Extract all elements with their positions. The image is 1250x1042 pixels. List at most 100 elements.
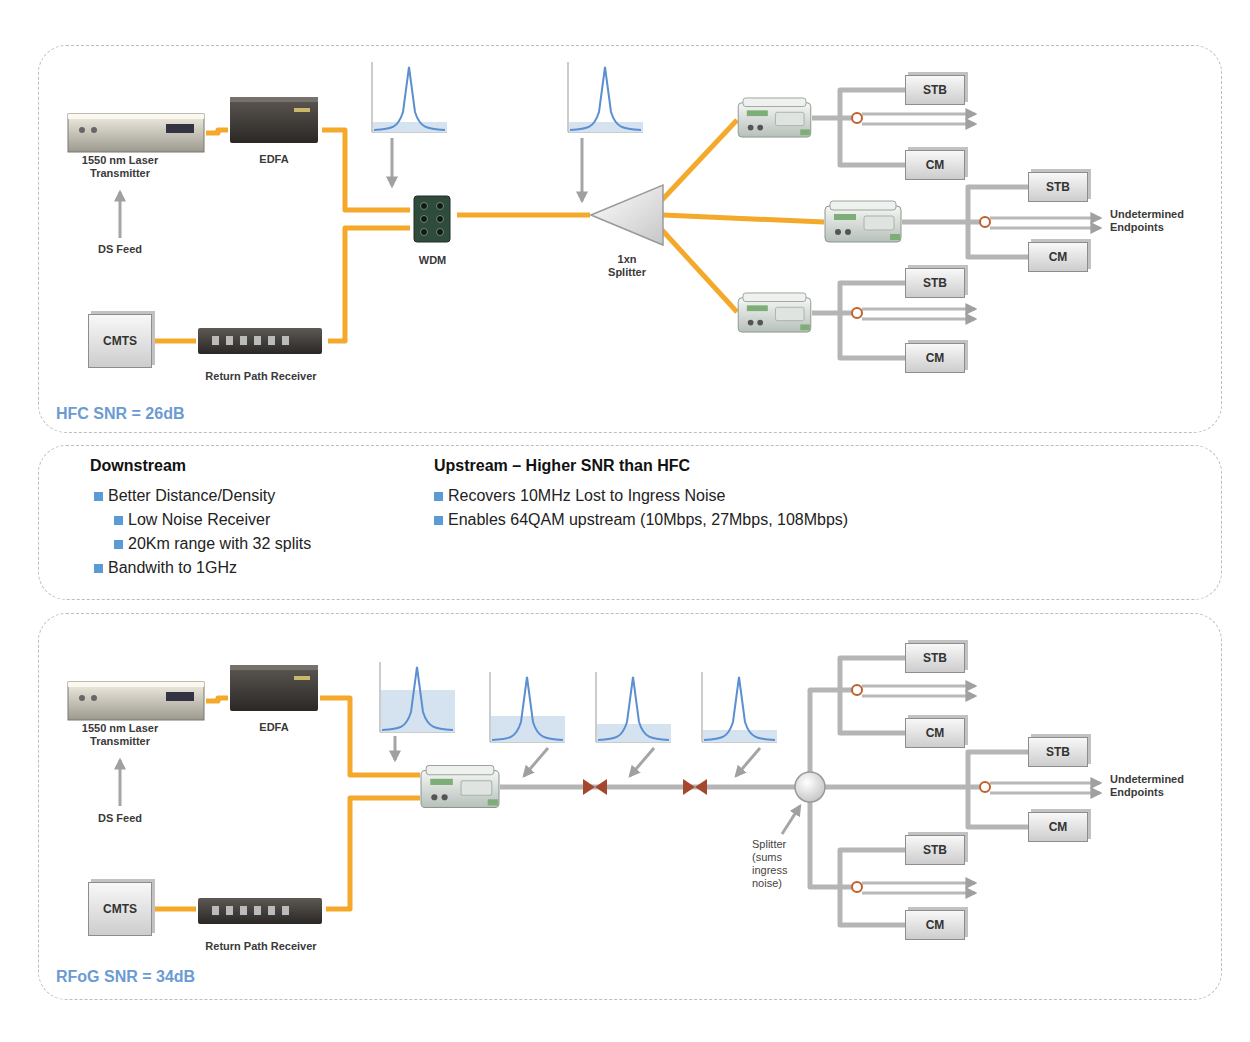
spectrum-icon xyxy=(568,62,643,132)
receiver-graphic xyxy=(212,906,219,915)
bullet-item: Low Noise Receiver xyxy=(128,511,270,529)
endpoint-label: Undetermined Endpoints xyxy=(1110,773,1200,799)
spectrum-icon xyxy=(380,662,455,732)
wdm-graphic xyxy=(421,216,428,223)
spectrum-icon xyxy=(381,690,455,732)
cm-box: CM xyxy=(905,910,965,940)
box-label: STB xyxy=(923,843,947,857)
endpoint-arrow xyxy=(862,695,975,698)
tap-junction xyxy=(852,113,862,123)
rf-amplifier xyxy=(583,779,707,795)
spectrum-icon xyxy=(380,662,455,732)
edfa-amplifier: EDFA xyxy=(228,95,322,173)
box-label: CM xyxy=(926,351,945,365)
optical-fiber xyxy=(320,698,420,775)
receiver-graphic xyxy=(268,336,275,345)
optical-fiber xyxy=(663,215,824,222)
edfa-graphic xyxy=(230,665,318,711)
edfa-graphic xyxy=(230,97,318,102)
spectrum-icon xyxy=(570,67,641,130)
laser-transmitter-graphic xyxy=(91,695,97,701)
fiber-connector xyxy=(457,213,590,218)
endpoint-arrow xyxy=(862,882,975,885)
optical-splitter: 1xn Splitter xyxy=(590,183,665,287)
spectrum-icon xyxy=(596,672,671,742)
fiber-connector xyxy=(206,698,228,701)
fiber-connector xyxy=(206,130,228,133)
coax-cable xyxy=(968,752,1028,827)
laser-transmitter-graphic xyxy=(79,127,85,133)
cm-box: CM xyxy=(1028,242,1088,272)
tap-junction xyxy=(980,217,990,227)
optical-node-device xyxy=(421,98,901,808)
splitter-triangle xyxy=(590,183,665,247)
coax-cable xyxy=(902,220,985,225)
box-label: CM xyxy=(1049,820,1068,834)
endpoint-arrow xyxy=(990,792,1100,795)
cmts-box: CMTS xyxy=(88,882,152,936)
bullet-item: Bandwith to 1GHz xyxy=(108,559,237,577)
wdm-graphic xyxy=(421,229,428,236)
cm-box: CM xyxy=(905,150,965,180)
endpoint-arrow xyxy=(862,308,975,311)
dashed-panel: RFoG SNR = 34dB1550 nm Laser Transmitter… xyxy=(38,613,1222,1000)
box-label: CM xyxy=(926,158,945,172)
optical-node-device xyxy=(825,201,901,242)
section-heading: Downstream xyxy=(90,457,186,475)
spectrum-icon xyxy=(569,122,643,132)
pointer-arrow xyxy=(736,748,760,776)
pointer-arrow xyxy=(524,748,548,776)
pointer-arrow xyxy=(782,806,800,834)
laser-transmitter-graphic xyxy=(68,114,204,152)
endpoint-arrow xyxy=(990,782,1100,785)
spectrum-icon xyxy=(596,672,671,742)
cm-box: CM xyxy=(905,718,965,748)
coax-cable xyxy=(810,802,857,887)
optical-fiber xyxy=(662,230,737,312)
receiver-graphic xyxy=(226,336,233,345)
device-label: 1550 nm Laser Transmitter xyxy=(70,722,170,748)
edfa-amplifier: EDFA xyxy=(228,663,322,741)
cmts-box: CMTS xyxy=(88,314,152,368)
return-path-receiver: Return Path Receiver xyxy=(196,896,328,958)
edfa-graphic xyxy=(230,665,318,670)
tap-junction xyxy=(980,782,990,792)
receiver-graphic xyxy=(268,906,275,915)
device-label: EDFA xyxy=(228,153,320,166)
coax-cable xyxy=(812,311,857,316)
fiber-connector xyxy=(322,130,410,210)
coax-cable xyxy=(840,850,905,925)
pointer-arrow xyxy=(120,138,800,834)
optical-node-device xyxy=(421,765,499,807)
receiver-graphic xyxy=(282,336,289,345)
coax-splitter xyxy=(795,772,825,802)
stb-box: STB xyxy=(905,268,965,298)
stb-box: STB xyxy=(905,835,965,865)
fiber-connector xyxy=(152,339,196,344)
laser-transmitter-graphic xyxy=(91,127,97,133)
coax-cable xyxy=(825,785,985,790)
endpoint-arrow xyxy=(990,217,1100,220)
device-label: Return Path Receiver xyxy=(196,370,326,383)
tap-junction xyxy=(852,882,862,892)
tap-junction xyxy=(852,113,990,892)
pointer-arrow xyxy=(581,138,584,201)
tap-junction xyxy=(852,685,862,695)
dashed-panel: HFC SNR = 26dB1550 nm Laser TransmitterE… xyxy=(38,45,1222,433)
box-label: STB xyxy=(923,651,947,665)
endpoint-arrow xyxy=(862,123,975,126)
fiber-connector xyxy=(152,907,196,912)
box-label: CM xyxy=(1049,250,1068,264)
spectrum-icon xyxy=(382,667,453,730)
receiver-graphic xyxy=(240,906,247,915)
bullet-item: Better Distance/Density xyxy=(108,487,275,505)
coax-cable xyxy=(840,90,905,165)
spectrum-icon xyxy=(568,62,643,132)
box-label: STB xyxy=(1046,745,1070,759)
rf-amplifier xyxy=(583,779,607,795)
wdm-graphic xyxy=(414,196,450,242)
section-heading: Upstream – Higher SNR than HFC xyxy=(434,457,690,475)
box-label: STB xyxy=(1046,180,1070,194)
device-label: EDFA xyxy=(228,721,320,734)
